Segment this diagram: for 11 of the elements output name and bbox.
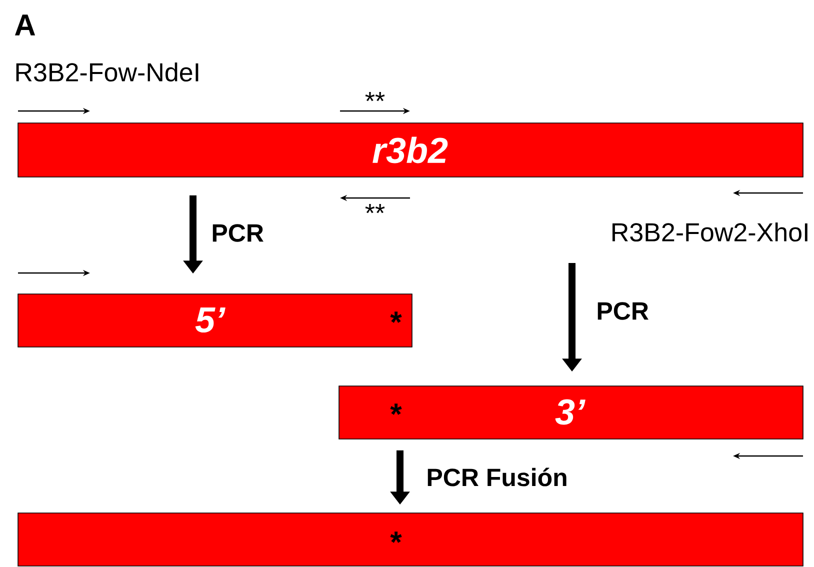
dna-fragment-box: * 3’ xyxy=(338,386,804,440)
primer-label: R3B2-Fow-NdeI xyxy=(16,62,198,82)
dna-fragment-box: 5’ * xyxy=(18,294,412,348)
mutation-mark: ** xyxy=(365,204,385,214)
dna-fragment-box: * xyxy=(18,512,804,566)
dna-fragment-box: r3b2 xyxy=(18,122,804,178)
panel-letter: A xyxy=(14,14,36,36)
edge-label: PCR Fusión xyxy=(425,466,569,488)
primer-label: R3B2-Fow2-XhoI xyxy=(612,222,808,242)
edge-label: PCR xyxy=(210,223,265,243)
edge-label: PCR xyxy=(595,301,650,321)
